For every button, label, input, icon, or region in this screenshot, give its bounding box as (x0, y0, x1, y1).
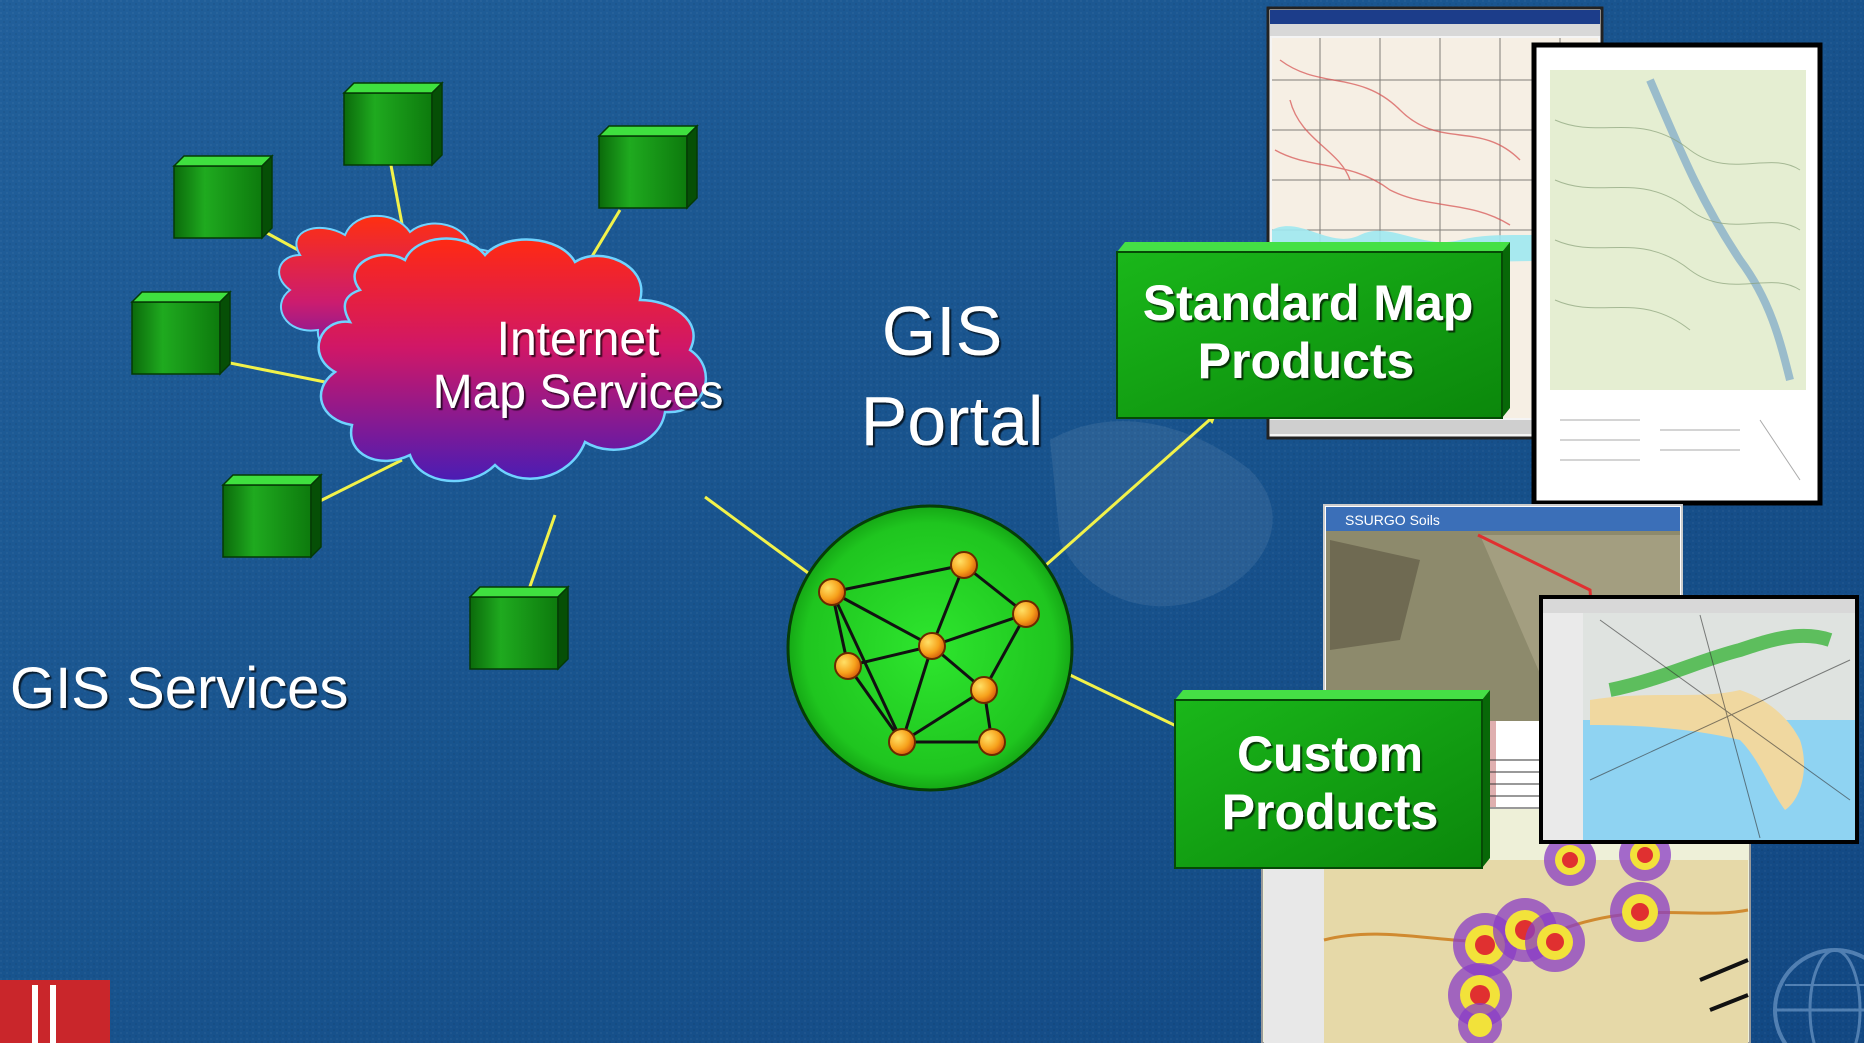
world-watermark (1050, 421, 1273, 607)
weather-map-window (1539, 595, 1859, 844)
custom-products-box: Custom Products (1174, 690, 1490, 869)
custom-products-line1: Custom (1237, 726, 1423, 782)
portal-label-line1: GIS (882, 292, 1003, 370)
server-icon (172, 154, 274, 240)
network-node (950, 551, 978, 579)
connector-line (525, 514, 557, 596)
server-icon (130, 290, 232, 376)
server-icon (221, 473, 323, 559)
soils-window-title: SSURGO Soils (1345, 512, 1440, 528)
portal-label-line2: Portal (861, 382, 1044, 460)
server-icon (468, 585, 570, 671)
network-node (834, 652, 862, 680)
network-globe-icon (786, 504, 1074, 792)
server-icon (597, 124, 699, 210)
standard-products-line2: Products (1198, 333, 1415, 389)
gis-services-label: GIS Services (10, 656, 348, 721)
cloud-label-line2: Map Services (433, 366, 724, 419)
network-node (888, 728, 916, 756)
network-node (1012, 600, 1040, 628)
standard-products-line1: Standard Map (1143, 275, 1474, 331)
cloud-icon: Internet Map Services (278, 214, 724, 483)
connector-line (224, 360, 326, 384)
logo-mark (0, 980, 110, 1043)
connector-line (704, 495, 816, 580)
custom-products-line2: Products (1222, 784, 1439, 840)
topo-map-sheet (1531, 42, 1823, 506)
network-node (970, 676, 998, 704)
network-node (818, 578, 846, 606)
network-node (978, 728, 1006, 756)
network-node (918, 632, 946, 660)
standard-products-box: Standard Map Products (1116, 242, 1510, 419)
connector-line (317, 458, 403, 504)
gis-services-servers (130, 81, 699, 671)
globe-watermark-icon (1773, 948, 1864, 1043)
cloud-label-line1: Internet (497, 313, 660, 366)
server-icon (342, 81, 444, 167)
arrow-icon (1045, 413, 1217, 567)
